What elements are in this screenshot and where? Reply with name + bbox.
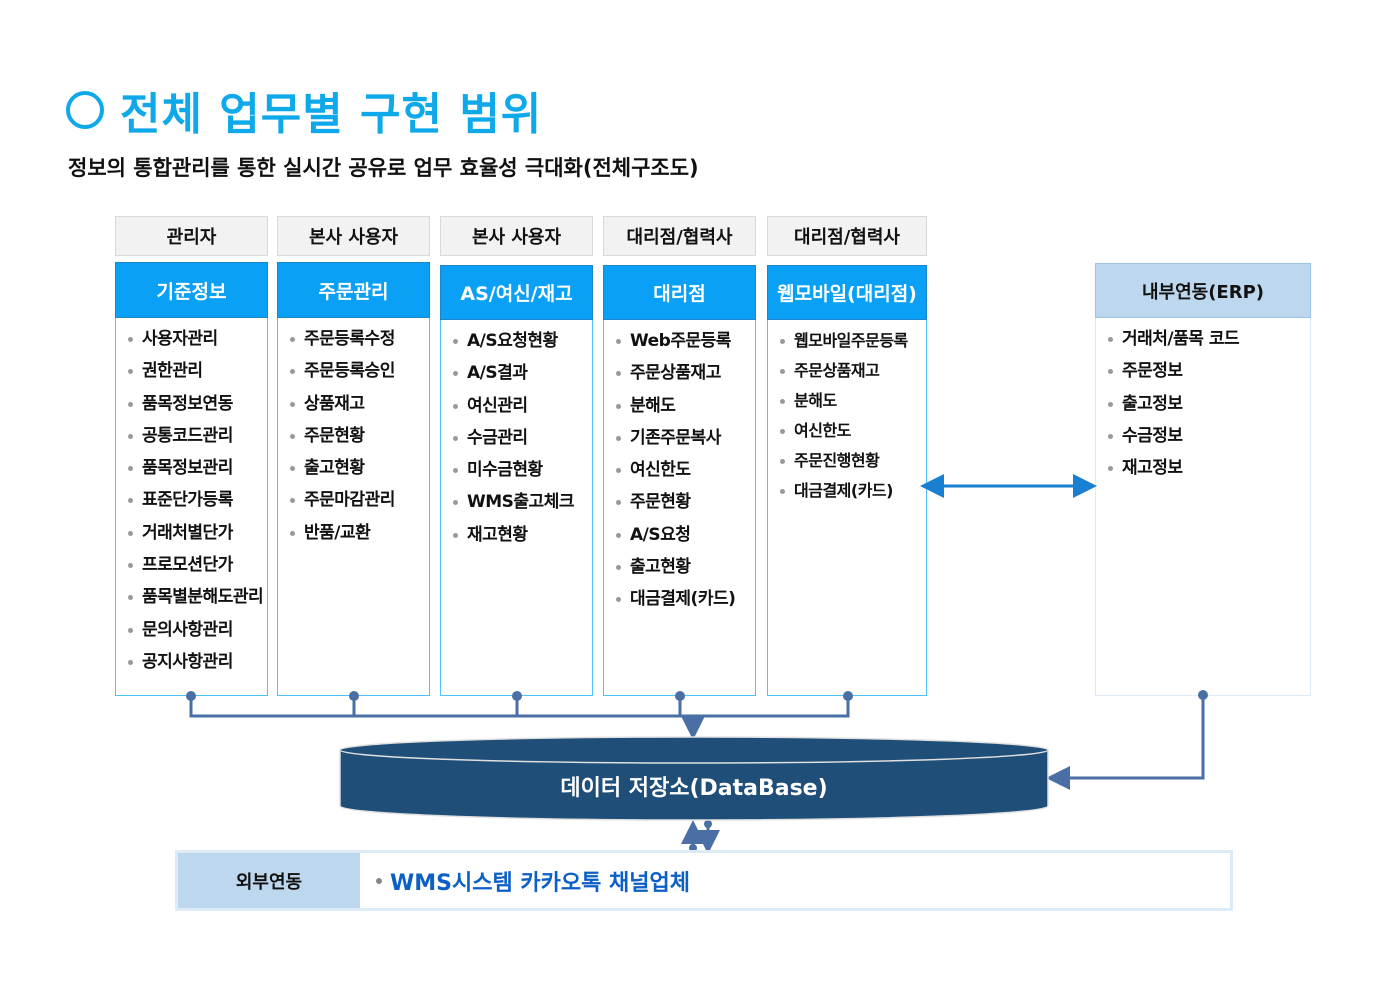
list-item: 주문등록승인	[278, 360, 429, 392]
list-item: 미수금현황	[441, 459, 592, 491]
list-item: 주문상품재고	[768, 360, 926, 390]
list-item: 품목정보관리	[116, 457, 267, 489]
list-item: 반품/교환	[278, 522, 429, 554]
external-integration: 외부연동 WMS시스템 카카오톡 채널업체	[175, 850, 1233, 911]
list-item: 출고정보	[1096, 393, 1310, 425]
role-header: 대리점/협력사	[603, 216, 756, 256]
list-item: 사용자관리	[116, 328, 267, 360]
list-item: 출고현황	[604, 556, 755, 588]
module-header: AS/여신/재고	[440, 265, 593, 320]
circle-icon	[66, 91, 104, 129]
list-item: 출고현황	[278, 457, 429, 489]
module-header: 웹모바일(대리점)	[767, 265, 927, 320]
database-label: 데이터 저장소(DataBase)	[560, 776, 828, 801]
bullet-icon	[376, 877, 382, 884]
role-header: 대리점/협력사	[767, 216, 927, 256]
list-item: 여신한도	[768, 420, 926, 450]
module-header: 기준정보	[115, 262, 268, 318]
list-item: 프로모션단가	[116, 554, 267, 586]
erp-header: 내부연동(ERP)	[1095, 263, 1311, 318]
list-item: A/S결과	[441, 362, 592, 394]
module-header: 주문관리	[277, 262, 430, 318]
list-item: 문의사항관리	[116, 619, 267, 651]
role-header: 관리자	[115, 216, 268, 256]
list-item: A/S요청현황	[441, 330, 592, 362]
list-item: 주문마감관리	[278, 489, 429, 521]
list-item: 주문상품재고	[604, 362, 755, 394]
list-item: WMS출고체크	[441, 491, 592, 523]
database-cylinder	[339, 736, 1049, 821]
list-item: A/S요청	[604, 524, 755, 556]
page-title-text: 전체 업무별 구현 범위	[120, 89, 543, 140]
list-item: 수금관리	[441, 427, 592, 459]
list-item: 거래처/품목 코드	[1096, 328, 1310, 360]
list-item: 주문정보	[1096, 360, 1310, 392]
list-item: 분해도	[604, 395, 755, 427]
list-item: 공통코드관리	[116, 425, 267, 457]
role-header: 본사 사용자	[277, 216, 430, 256]
list-item: 품목정보연동	[116, 393, 267, 425]
list-item: 거래처별단가	[116, 522, 267, 554]
list-item: 주문현황	[604, 491, 755, 523]
list-item: 수금정보	[1096, 425, 1310, 457]
list-item: 주문진행현황	[768, 450, 926, 480]
list-item: 분해도	[768, 390, 926, 420]
erp-to-db-arrow	[1046, 695, 1205, 790]
list-item: Web주문등록	[604, 330, 755, 362]
list-item: 권한관리	[116, 360, 267, 392]
role-header: 본사 사용자	[440, 216, 593, 256]
list-item: 기존주문복사	[604, 427, 755, 459]
external-label: 외부연동	[178, 853, 360, 908]
list-item: 웹모바일주문등록	[768, 330, 926, 360]
list-item: 상품재고	[278, 393, 429, 425]
list-item: 대금결제(카드)	[768, 480, 926, 510]
page-subtitle: 정보의 통합관리를 통한 실시간 공유로 업무 효율성 극대화(전체구조도)	[68, 156, 699, 180]
list-item: 표준단가등록	[116, 489, 267, 521]
list-item: 여신관리	[441, 395, 592, 427]
list-item: 공지사항관리	[116, 651, 267, 683]
external-value-cell: WMS시스템 카카오톡 채널업체	[360, 853, 690, 908]
external-value: WMS시스템 카카오톡 채널업체	[390, 870, 690, 896]
list-item: 재고정보	[1096, 457, 1310, 489]
list-item: 주문등록수정	[278, 328, 429, 360]
list-item: 여신한도	[604, 459, 755, 491]
list-item: 품목별분해도관리	[116, 586, 267, 618]
list-item: 대금결제(카드)	[604, 588, 755, 620]
module-header: 대리점	[603, 265, 756, 320]
page-title: 전체 업무별 구현 범위	[66, 78, 542, 142]
list-item: 재고현황	[441, 524, 592, 556]
list-item: 주문현황	[278, 425, 429, 457]
